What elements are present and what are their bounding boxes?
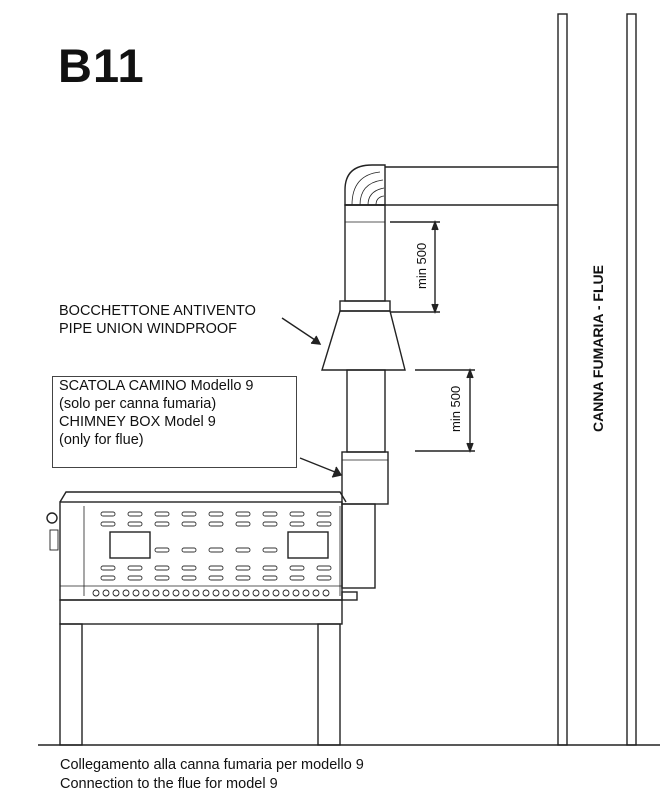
flue-wall: [557, 13, 568, 746]
vent-slot: [262, 575, 278, 581]
pipe-union-label-it: BOCCHETTONE ANTIVENTO: [59, 303, 256, 319]
stove-leg-right: [317, 623, 341, 746]
vent-slot: [316, 565, 332, 571]
vent-slots: [100, 511, 332, 581]
vent-slot: [262, 521, 278, 527]
stove-window-right: [287, 531, 329, 559]
vent-slot: [127, 521, 143, 527]
vent-slot: [181, 575, 197, 581]
vent-slot: [100, 511, 116, 517]
flue-label: CANNA FUMARIA - FLUE: [590, 265, 606, 432]
leader-box: [299, 457, 341, 475]
vent-slot: [235, 521, 251, 527]
vent-slot: [235, 511, 251, 517]
vent-slot: [208, 521, 224, 527]
vent-slot: [181, 511, 197, 517]
vent-slot: [154, 547, 170, 553]
vent-slot: [262, 511, 278, 517]
chimney-box-line-2: (solo per canna fumaria): [59, 396, 217, 412]
stove-body: [59, 501, 343, 601]
windproof-union: [321, 310, 406, 371]
vent-slot: [208, 547, 224, 553]
vent-slot: [289, 565, 305, 571]
vent-slot: [208, 565, 224, 571]
caption-en: Connection to the flue for model 9: [60, 776, 278, 792]
chimney-box-line-4: (only for flue): [59, 432, 144, 448]
vent-slot: [127, 511, 143, 517]
vent-slot: [181, 547, 197, 553]
stove-leg-left: [59, 623, 83, 746]
caption-it: Collegamento alla canna fumaria per mode…: [60, 757, 364, 773]
vent-slot: [208, 511, 224, 517]
vent-slot: [100, 521, 116, 527]
vent-slot: [316, 521, 332, 527]
chimney-box-line-1: SCATOLA CAMINO Modello 9: [59, 378, 254, 394]
vent-slot: [235, 547, 251, 553]
dimension-upper: min 500: [414, 242, 429, 289]
diagram-title: B11: [58, 39, 145, 92]
vent-slot: [262, 565, 278, 571]
vent-slot: [235, 575, 251, 581]
vent-slot: [127, 575, 143, 581]
vent-slot: [208, 575, 224, 581]
stove-window-left: [109, 531, 151, 559]
pipe-lower: [346, 369, 386, 453]
vent-slot: [289, 575, 305, 581]
pipe-elbow: [344, 164, 386, 206]
flue-wall-outer: [626, 13, 637, 746]
vent-slot: [154, 511, 170, 517]
vent-slot: [235, 565, 251, 571]
dimension-lower: min 500: [448, 385, 463, 432]
stove-stand-top: [59, 599, 343, 625]
vent-slot: [262, 547, 278, 553]
vent-slot: [154, 521, 170, 527]
vent-slot: [154, 575, 170, 581]
caption: Collegamento alla canna fumaria per mode…: [60, 756, 364, 794]
vent-slot: [181, 521, 197, 527]
vent-slot: [100, 565, 116, 571]
vent-slot: [100, 575, 116, 581]
chimney-box-label: SCATOLA CAMINO Modello 9 (solo per canna…: [52, 376, 297, 468]
vent-slot: [181, 565, 197, 571]
vent-slot: [316, 575, 332, 581]
vent-slot: [154, 565, 170, 571]
leader-union: [281, 317, 319, 343]
vent-slot: [316, 511, 332, 517]
pipe-upper: [344, 204, 386, 302]
pipe-union-label-en: PIPE UNION WINDPROOF: [59, 321, 238, 337]
chimney-box-line-3: CHIMNEY BOX Model 9: [59, 414, 216, 430]
vent-slot: [127, 565, 143, 571]
vent-slot: [289, 521, 305, 527]
vent-slot: [289, 511, 305, 517]
